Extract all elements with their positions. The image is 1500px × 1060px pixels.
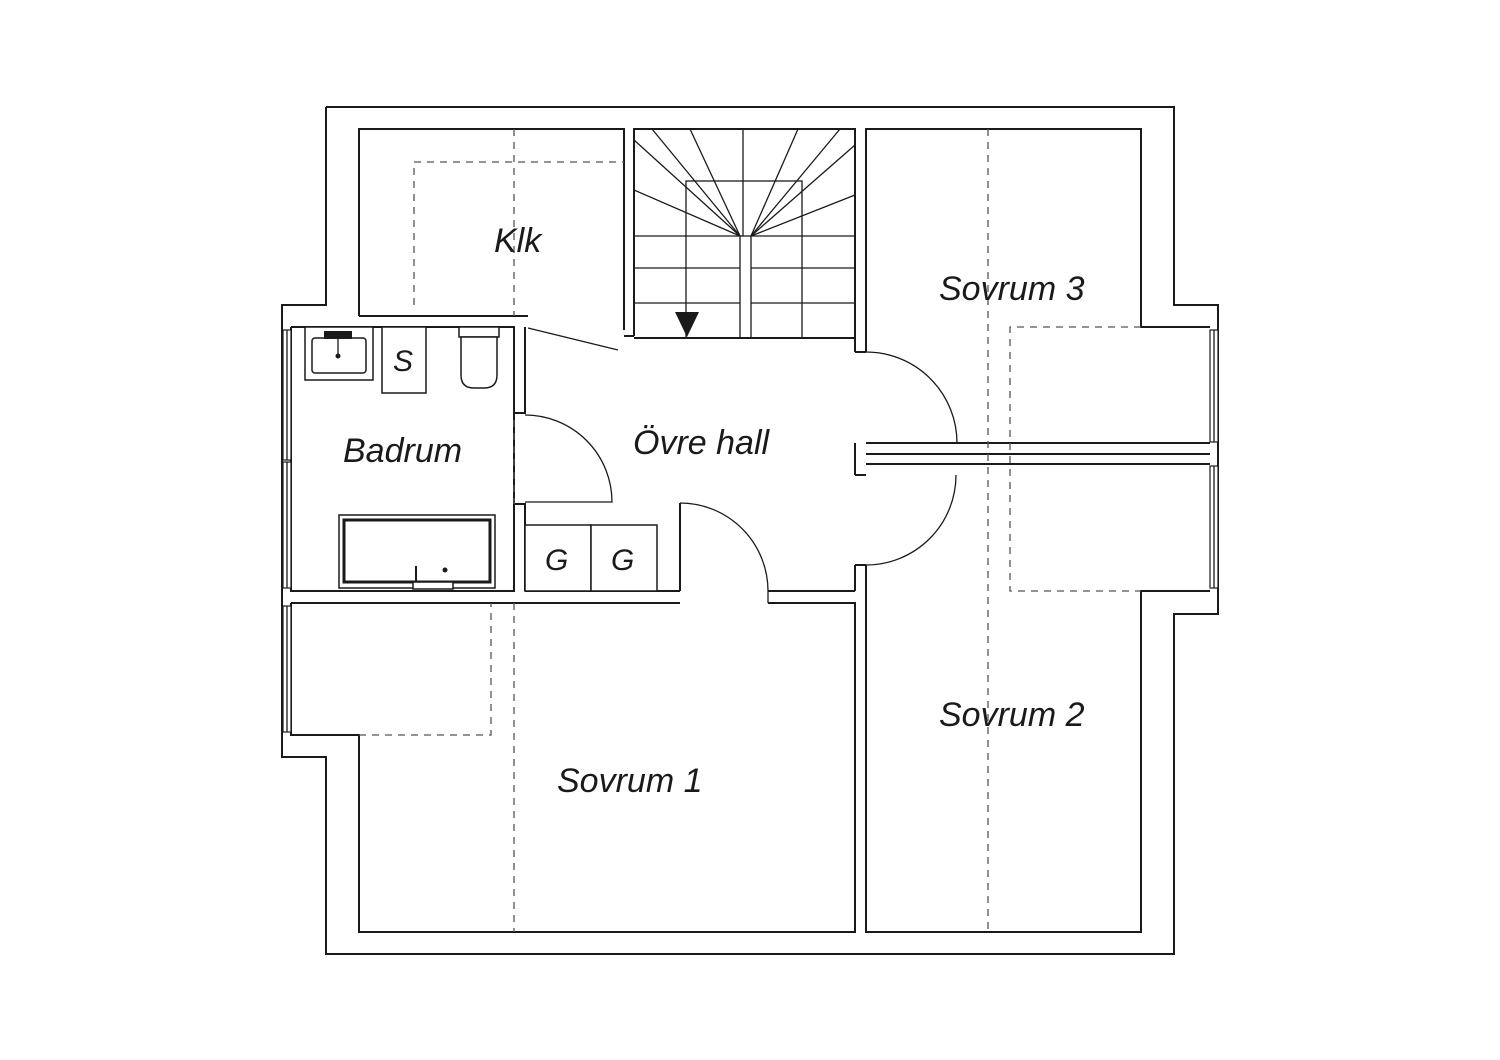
room-label-ovre-hall: Övre hall: [633, 424, 770, 462]
windows: [282, 329, 1219, 733]
doors: [524, 351, 958, 603]
ceiling-dash-lines: [359, 129, 1141, 932]
bathroom-fixtures: [304, 326, 500, 590]
door-sovrum-3: [865, 351, 958, 444]
room-label-klk: Klk: [494, 222, 543, 260]
room-label-sovrum-1: Sovrum 1: [557, 762, 703, 800]
toilet-icon: [458, 326, 500, 389]
sink-icon: [304, 326, 374, 381]
room-label-sovrum-2: Sovrum 2: [939, 696, 1085, 734]
bathtub-icon: [338, 514, 496, 590]
hall-closets: [524, 524, 658, 592]
door-sovrum-1: [679, 502, 769, 603]
storage-cabinet: [381, 326, 427, 394]
door-sovrum-2: [865, 474, 957, 566]
room-label-badrum: Badrum: [343, 432, 462, 470]
outer-wall: [281, 106, 1219, 955]
closet-label-right: G: [611, 544, 634, 577]
room-labels: Klk Sovrum 3 Badrum Övre hall Sovrum 2 S…: [343, 222, 1085, 800]
staircase: [633, 128, 856, 339]
room-label-sovrum-3: Sovrum 3: [939, 270, 1085, 308]
closet-label-left: G: [545, 544, 568, 577]
door-badrum: [524, 414, 613, 503]
storage-label: S: [393, 345, 413, 378]
arrow-down-icon: [675, 312, 699, 337]
